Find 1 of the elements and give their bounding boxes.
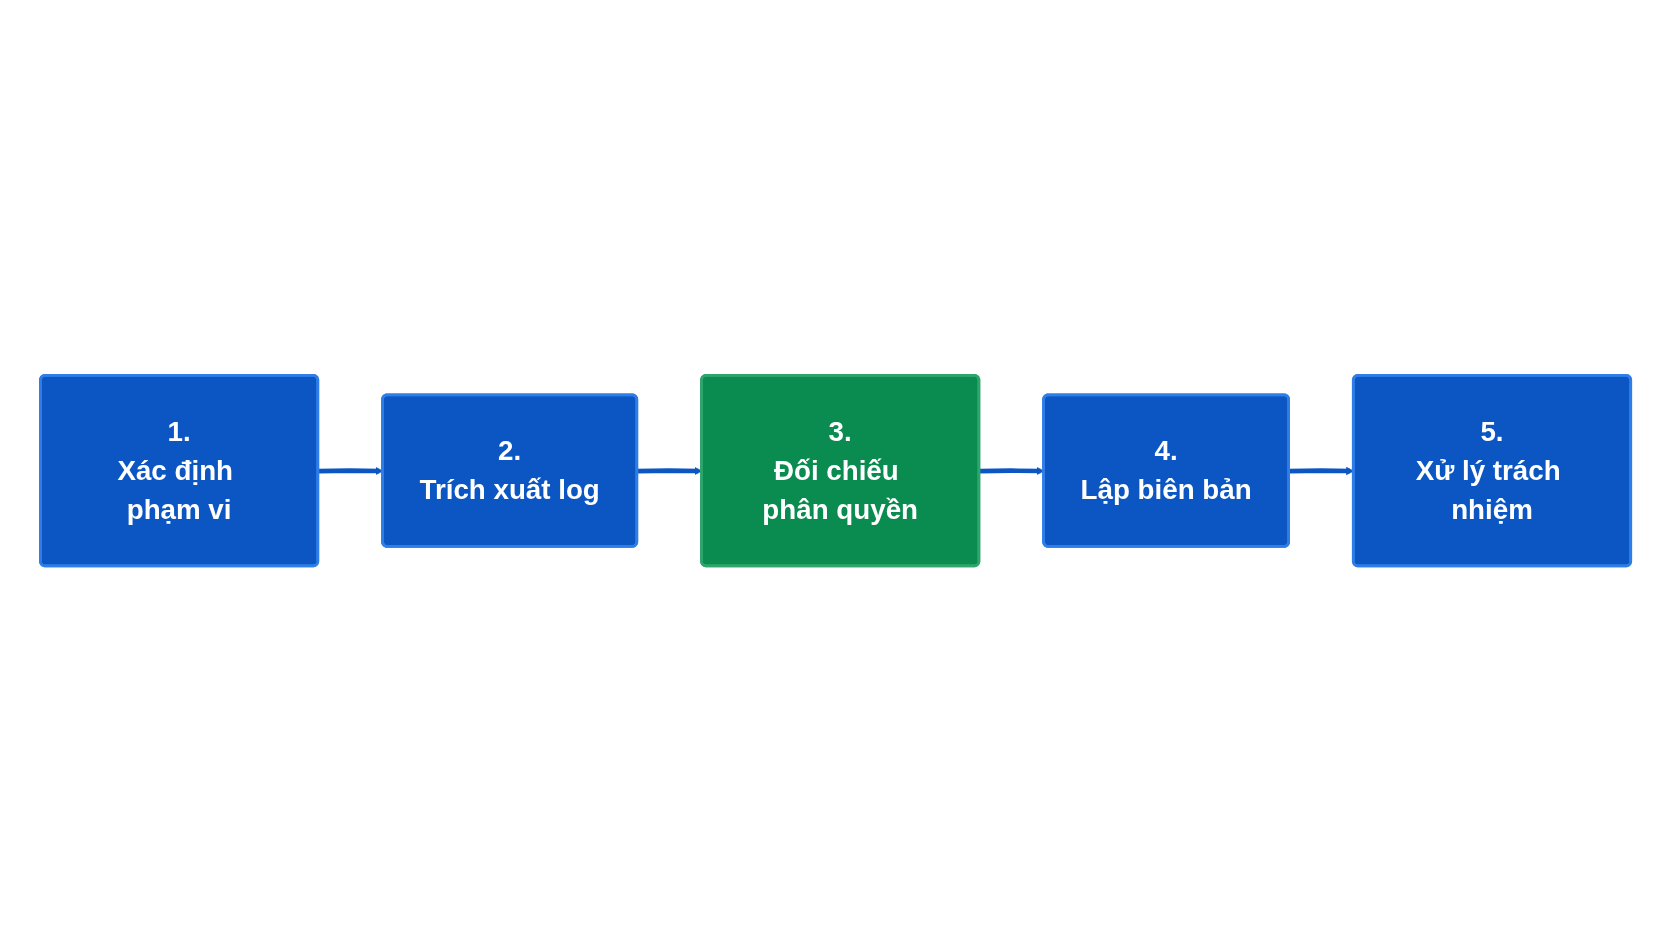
arrow	[979, 466, 1045, 475]
